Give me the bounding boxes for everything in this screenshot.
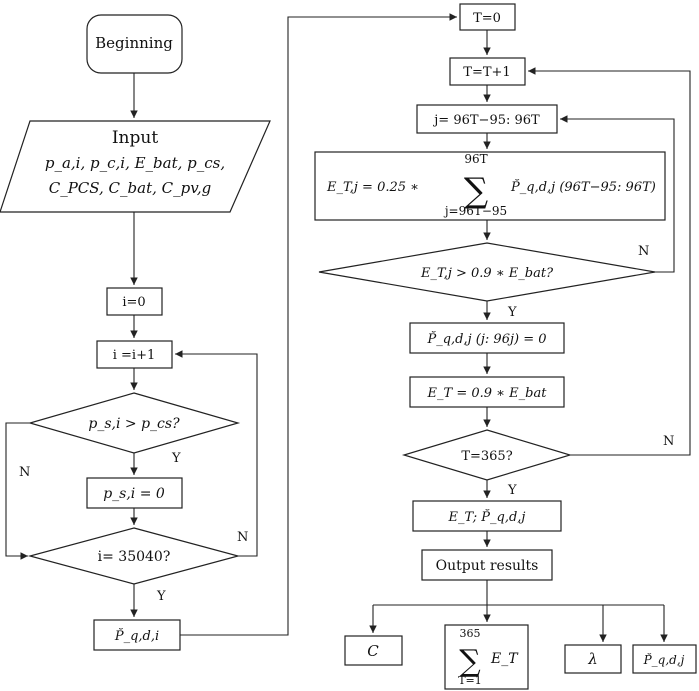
result-node: E_T; P̆_q,d,j xyxy=(412,500,562,532)
yes-label-i: Y xyxy=(156,589,166,604)
j-range-node: j= 96T−95: 96T xyxy=(416,104,558,134)
edge-output-bus xyxy=(373,580,664,606)
no-label-i: N xyxy=(237,530,248,545)
output-sum-upper: 365 xyxy=(460,627,481,640)
p-qdi-node: P̆_q,d,i xyxy=(93,619,181,651)
i-increment-label: i =i+1 xyxy=(113,348,156,363)
beginning-node: Beginning xyxy=(86,14,183,74)
output-results-node: Output results xyxy=(421,549,553,581)
sum-symbol: ∑ xyxy=(464,171,488,211)
edge-icond-loop xyxy=(175,350,258,557)
t-condition-node: T=365? xyxy=(401,429,573,481)
output-p-label: P̆_q,d,j xyxy=(643,652,685,667)
ps-condition-label: p_s,i > p_cs? xyxy=(88,416,180,432)
output-sum-lower: T=1 xyxy=(458,674,482,687)
output-c-label: C xyxy=(367,642,379,660)
p-qdi-label: P̆_q,d,i xyxy=(114,628,159,644)
edge-cond-no-bypass xyxy=(5,422,30,560)
output-sum-term: E_T xyxy=(490,651,519,667)
set-et-label: E_T = 0.9 ∗ E_bat xyxy=(427,386,548,401)
output-sum-symbol: ∑ xyxy=(459,644,481,679)
input-variables-line2: C_PCS, C_bat, C_pv,g xyxy=(49,179,212,197)
i-increment-node: i =i+1 xyxy=(96,340,173,369)
energy-sum-upper: 96T xyxy=(464,152,487,166)
edge-etcond-no-loop xyxy=(560,115,675,273)
yes-label-et: Y xyxy=(507,305,517,320)
input-node: Input p_a,i, p_c,i, E_bat, p_cs, C_PCS, … xyxy=(0,120,271,213)
i-condition-node: i= 35040? xyxy=(27,527,241,585)
result-label: E_T; P̆_q,d,j xyxy=(448,509,526,525)
et-condition-label: E_T,j > 0.9 ∗ E_bat? xyxy=(420,266,554,281)
t-increment-node: T=T+1 xyxy=(449,57,526,86)
energy-sum-rhs: P̆_q,d,j (96T−95: 96T) xyxy=(510,179,656,195)
set-et-node: E_T = 0.9 ∗ E_bat xyxy=(409,376,565,408)
input-title: Input xyxy=(112,128,158,148)
set-ps-node: p_s,i = 0 xyxy=(86,477,183,509)
energy-sum-lower: j=96T−95 xyxy=(443,204,507,218)
i-init-label: i=0 xyxy=(122,295,145,310)
yes-label-t: Y xyxy=(507,483,517,498)
t-increment-label: T=T+1 xyxy=(463,65,510,80)
set-p-node: P̆_q,d,j (j: 96j) = 0 xyxy=(409,322,565,354)
i-condition-label: i= 35040? xyxy=(98,549,171,565)
input-variables-line1: p_a,i, p_c,i, E_bat, p_cs, xyxy=(45,154,225,172)
j-range-label: j= 96T−95: 96T xyxy=(432,113,540,128)
set-ps-label: p_s,i = 0 xyxy=(103,486,165,502)
ps-condition-node: p_s,i > p_cs? xyxy=(27,392,241,454)
output-lambda-node: λ xyxy=(564,644,622,674)
edge-left-to-right xyxy=(180,13,457,636)
energy-sum-node: E_T,j = 0.25 ∗ 96T ∑ j=96T−95 P̆_q,d,j (… xyxy=(314,151,666,221)
et-condition-node: E_T,j > 0.9 ∗ E_bat? xyxy=(318,242,656,302)
output-c-node: C xyxy=(344,635,403,666)
edge-tcond-no-loop xyxy=(528,67,691,456)
output-lambda-label: λ xyxy=(587,650,598,668)
output-p-node: P̆_q,d,j xyxy=(632,644,697,674)
beginning-label: Beginning xyxy=(95,34,173,52)
no-label-et: N xyxy=(638,244,649,259)
output-results-label: Output results xyxy=(436,558,539,574)
set-p-label: P̆_q,d,j (j: 96j) = 0 xyxy=(426,331,546,347)
t-init-label: T=0 xyxy=(473,11,501,26)
i-init-node: i=0 xyxy=(106,287,163,316)
yes-label-ps: Y xyxy=(171,451,181,466)
no-label-ps: N xyxy=(19,465,30,480)
t-condition-label: T=365? xyxy=(461,449,512,464)
no-label-t: N xyxy=(663,434,674,449)
output-sum-node: 365 ∑ T=1 E_T xyxy=(444,624,529,690)
energy-sum-lhs: E_T,j = 0.25 ∗ xyxy=(326,180,419,195)
t-init-node: T=0 xyxy=(459,3,516,31)
